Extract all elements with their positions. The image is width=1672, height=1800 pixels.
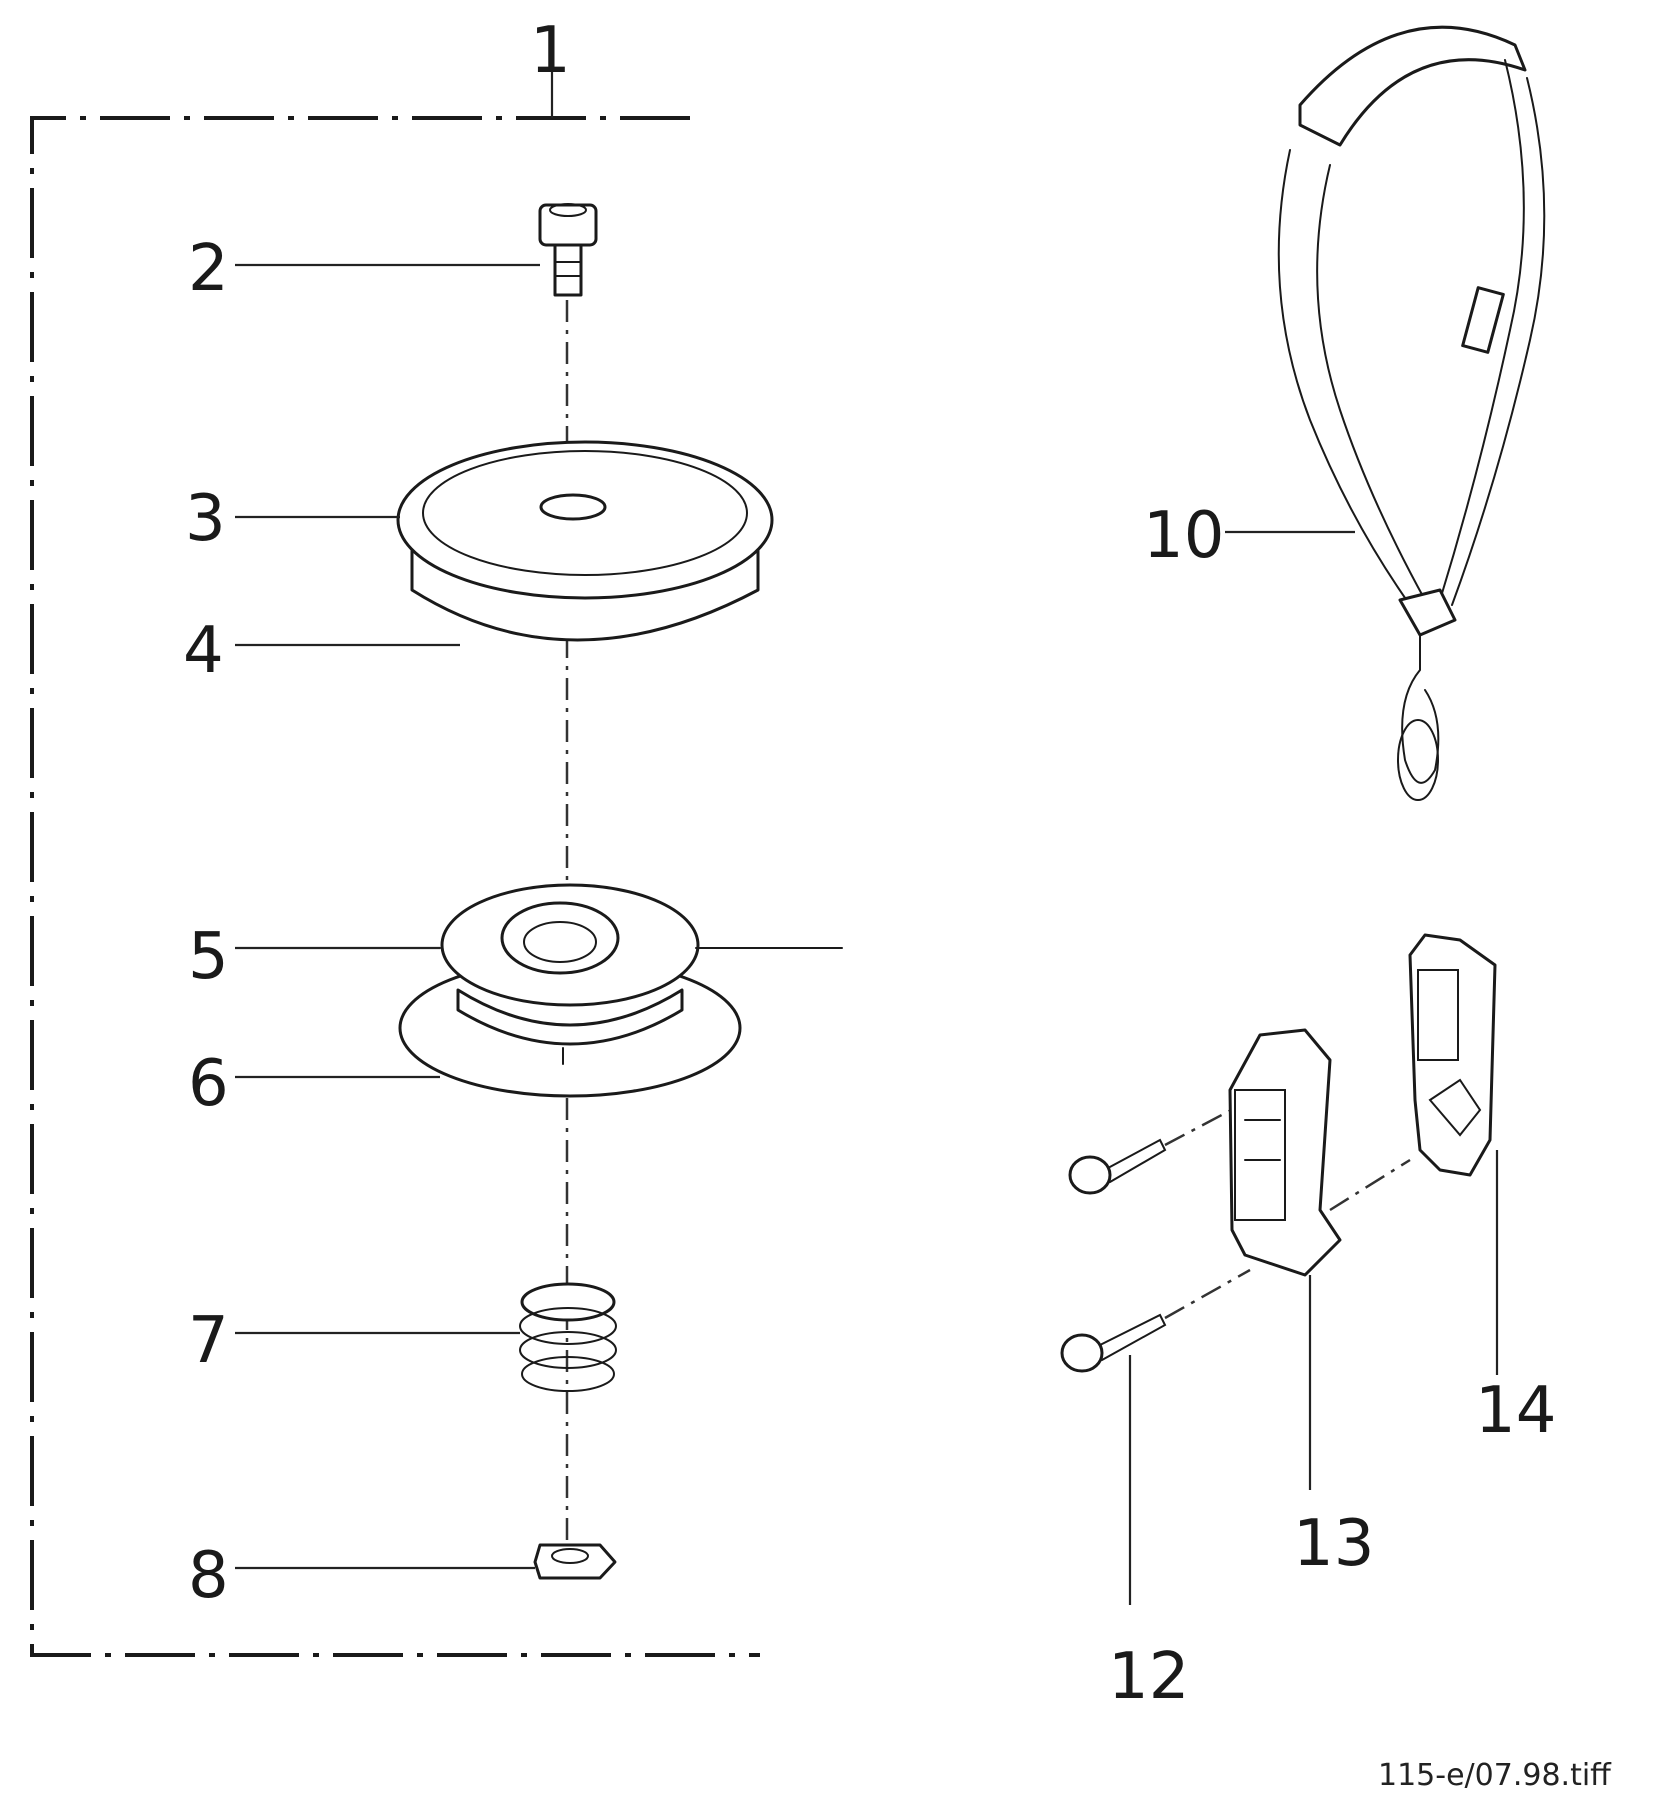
- part-14-clip: [1408, 933, 1497, 1177]
- part-13-bracket: [1228, 1028, 1411, 1277]
- part-12-screws: [1060, 1098, 1251, 1373]
- part-8-nut: [533, 1543, 617, 1580]
- assembly-frame-1: [30, 88, 760, 1657]
- part-7-spring: [519, 1282, 617, 1392]
- callout-3: 3: [185, 482, 226, 556]
- part-3-4-spool-cover: [396, 440, 774, 642]
- callout-6: 6: [188, 1047, 229, 1121]
- callout-8: 8: [188, 1539, 229, 1613]
- callout-12: 12: [1108, 1640, 1189, 1714]
- callout-5: 5: [188, 920, 229, 994]
- callout-4: 4: [183, 614, 224, 688]
- callout-labels: 1 2 3 4 5 6 7 8 10 12 13 14: [183, 14, 1556, 1714]
- leader-lines: [235, 65, 1499, 1605]
- part-5-6-spool: [289, 883, 843, 1098]
- callout-13: 13: [1293, 1507, 1374, 1581]
- callout-1: 1: [530, 14, 571, 88]
- callout-7: 7: [188, 1304, 229, 1378]
- part-10-shoulder-strap: [1277, 25, 1546, 801]
- callout-2: 2: [188, 232, 229, 306]
- callout-10: 10: [1143, 499, 1224, 573]
- callout-14: 14: [1475, 1374, 1556, 1448]
- part-2-bolt: [538, 203, 598, 297]
- footer-filename: 115-e/07.98.tiff: [1378, 1758, 1612, 1793]
